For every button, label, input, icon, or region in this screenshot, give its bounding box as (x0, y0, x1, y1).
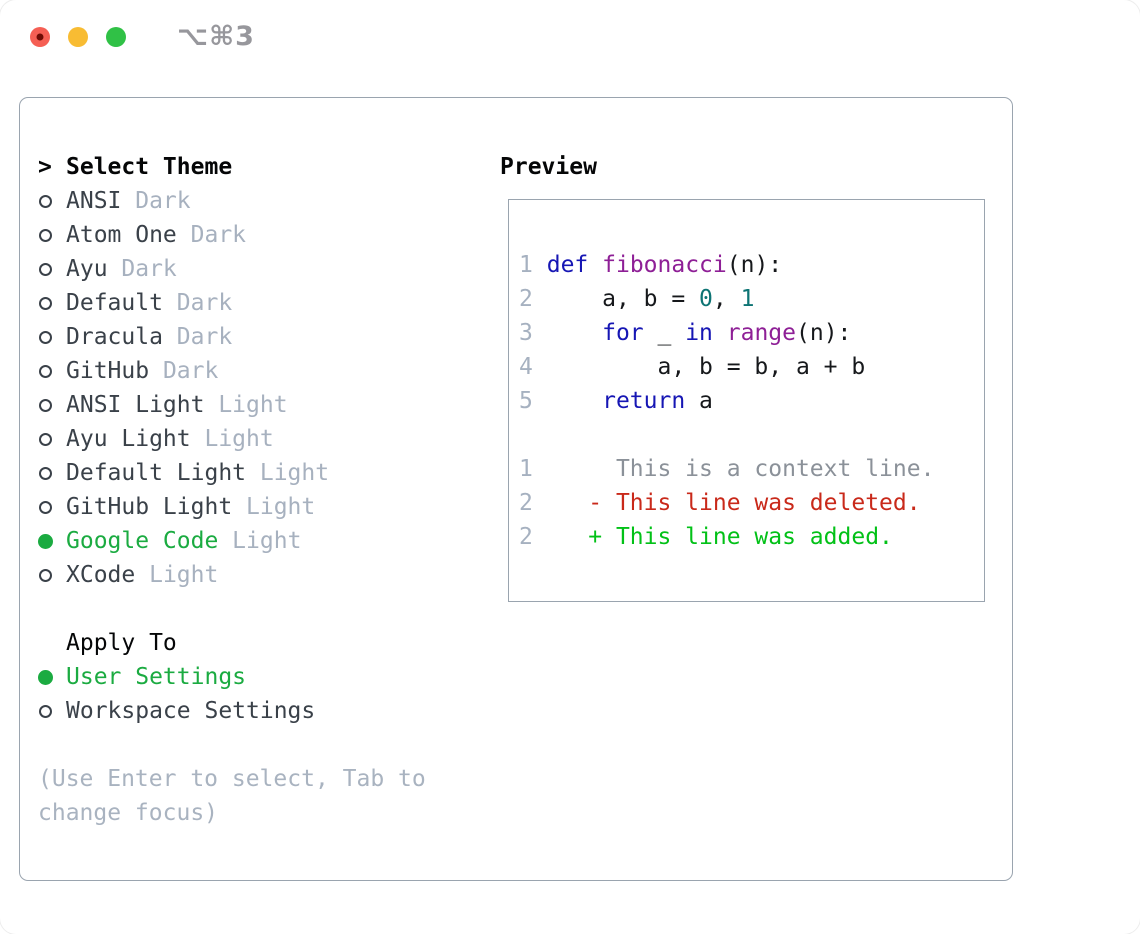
theme-name: ANSI (66, 188, 122, 214)
theme-name: Default (66, 290, 163, 316)
theme-name: Default Light (66, 460, 247, 486)
theme-option-default[interactable]: Default Dark (38, 286, 426, 320)
theme-option-atom-one[interactable]: Atom One Dark (38, 218, 426, 252)
theme-variant-tag: Dark (176, 222, 247, 248)
theme-variant-tag: Light (190, 426, 274, 452)
help-text-line-2: change focus) (38, 800, 219, 826)
select-theme-header: > Select Theme (38, 150, 426, 184)
theme-name: Google Code (66, 528, 219, 554)
preview-pane: 1 def fibonacci(n): 2 a, b = 0, 1 3 for … (508, 199, 985, 602)
theme-variant-tag: Light (232, 494, 316, 520)
theme-option-ayu-light[interactable]: Ayu Light Light (38, 422, 426, 456)
theme-option-dracula[interactable]: Dracula Dark (38, 320, 426, 354)
theme-name: GitHub Light (66, 494, 233, 520)
theme-option-ayu[interactable]: Ayu Dark (38, 252, 426, 286)
apply-option-label: Workspace Settings (66, 698, 316, 724)
apply-option-label: User Settings (66, 664, 247, 690)
radio-icon (38, 568, 66, 582)
theme-variant-tag: Light (204, 392, 288, 418)
radio-icon (38, 330, 66, 344)
theme-option-default-light[interactable]: Default Light Light (38, 456, 426, 490)
theme-name: GitHub (66, 358, 150, 384)
spacer (38, 592, 426, 626)
apply-to-header: Apply To (38, 626, 426, 660)
radio-icon (38, 466, 66, 480)
help-text-line-1: (Use Enter to select, Tab to (38, 766, 426, 792)
unsaved-dot-icon (36, 33, 44, 41)
theme-option-github[interactable]: GitHub Dark (38, 354, 426, 388)
theme-name: Atom One (66, 222, 177, 248)
theme-option-xcode[interactable]: XCode Light (38, 558, 426, 592)
radio-icon (38, 194, 66, 208)
theme-variant-tag: Light (246, 460, 330, 486)
radio-selected-icon (38, 669, 66, 685)
radio-icon (38, 704, 66, 718)
theme-variant-tag: Light (135, 562, 219, 588)
radio-selected-icon (38, 533, 66, 549)
radio-icon (38, 500, 66, 514)
preview-title: Preview (500, 154, 597, 180)
theme-option-ansi[interactable]: ANSI Dark (38, 184, 426, 218)
titlebar: ⌥⌘3 (30, 21, 255, 52)
theme-variant-tag: Dark (162, 290, 233, 316)
theme-variant-tag: Light (218, 528, 302, 554)
theme-option-ansi-light[interactable]: ANSI Light Light (38, 388, 426, 422)
theme-name: ANSI Light (66, 392, 205, 418)
theme-name: Ayu (66, 256, 108, 282)
theme-variant-tag: Dark (149, 358, 219, 384)
radio-icon (38, 432, 66, 446)
prompt-caret-icon: > (38, 154, 52, 180)
radio-icon (38, 364, 66, 378)
zoom-button[interactable] (106, 27, 126, 47)
close-button[interactable] (30, 27, 50, 47)
radio-icon (38, 398, 66, 412)
apply-option-user-settings[interactable]: User Settings (38, 660, 426, 694)
theme-variant-tag: Dark (121, 188, 191, 214)
radio-icon (38, 296, 66, 310)
minimize-button[interactable] (68, 27, 88, 47)
spacer (38, 728, 426, 762)
theme-option-google-code[interactable]: Google Code Light (38, 524, 426, 558)
radio-icon (38, 228, 66, 242)
theme-variant-tag: Dark (162, 324, 233, 350)
theme-name: Ayu Light (66, 426, 191, 452)
theme-variant-tag: Dark (107, 256, 177, 282)
theme-option-github-light[interactable]: GitHub Light Light (38, 490, 426, 524)
apply-to-title: Apply To (66, 630, 177, 656)
preview-section: Preview 1 def fibonacci(n): 2 a, b = 0, … (500, 150, 985, 602)
radio-icon (38, 262, 66, 276)
theme-name: Dracula (66, 324, 163, 350)
select-theme-title: Select Theme (66, 154, 233, 180)
preview-code: 1 def fibonacci(n): 2 a, b = 0, 1 3 for … (519, 252, 935, 550)
apply-option-workspace-settings[interactable]: Workspace Settings (38, 694, 426, 728)
theme-name: XCode (66, 562, 136, 588)
window-title: ⌥⌘3 (177, 21, 255, 52)
